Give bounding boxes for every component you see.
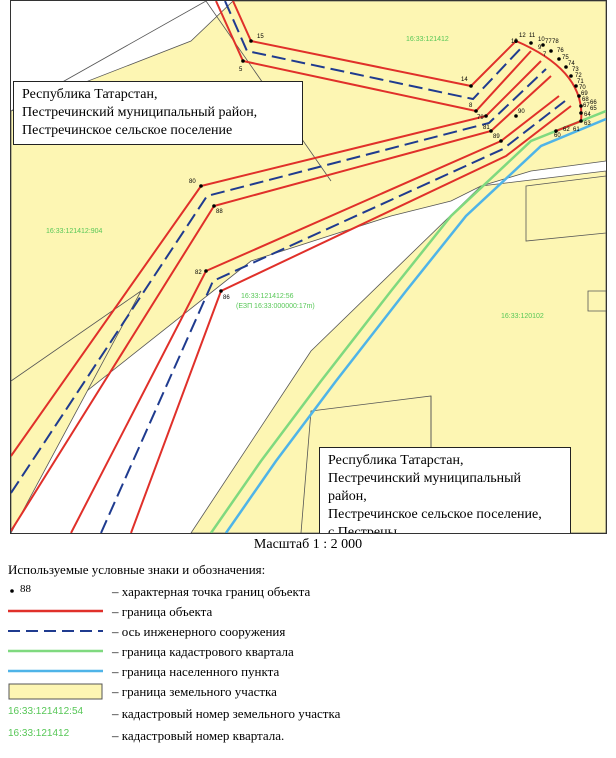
- legend-blue-line-symbol: [8, 662, 103, 682]
- point-label-66: 66: [590, 100, 597, 106]
- point-label-15: 15: [257, 34, 264, 40]
- legend-text: – граница населенного пункта: [112, 664, 280, 679]
- cadastral-label-q3: 16:33:121412:56: [241, 293, 294, 300]
- axis-sw1: [11, 68, 547, 494]
- region-label-line: Пестречинское сельское поселение,: [328, 507, 542, 522]
- object-border-east-cap: [515, 40, 583, 132]
- object-border-sw1-b: [11, 75, 552, 532]
- region-label-line: Республика Татарстан,: [328, 453, 464, 468]
- point-label-77: 77: [545, 39, 552, 45]
- legend-title: Используемые условные знаки и обозначени…: [8, 562, 266, 577]
- point-label-89: 89: [493, 134, 500, 140]
- point-label-10: 10: [538, 37, 545, 43]
- point-label-7: 7: [543, 52, 547, 58]
- cadastral-label-q2: 16:33:121412:904: [46, 228, 103, 235]
- point-label-79: 79: [477, 115, 484, 121]
- legend-text: – граница объекта: [112, 604, 213, 619]
- cadastral-label-q1: 16:33:121412: [406, 36, 449, 43]
- point-label-60: 60: [554, 133, 561, 139]
- point-label-68: 68: [582, 97, 589, 103]
- object-border-sw1-a: [11, 60, 542, 457]
- point-label-74: 74: [568, 61, 575, 67]
- legend-item-cadastral-quarter: – граница кадастрового квартала: [0, 642, 616, 662]
- settlement-border: [224, 117, 606, 533]
- point-label-71: 71: [577, 79, 584, 85]
- legend-item-settlement: – граница населенного пункта: [0, 662, 616, 682]
- point-label-63: 63: [584, 121, 591, 127]
- point-label-70: 70: [579, 85, 586, 91]
- legend-item-parcel: – граница земельного участка: [0, 682, 616, 702]
- point-markers: [199, 39, 583, 293]
- parcel-building-1: [525, 175, 606, 242]
- point-label-12: 12: [519, 33, 526, 39]
- legend-text: – кадастровый номер квартала.: [112, 728, 285, 743]
- region-label-line: с.Пестрецы: [328, 525, 398, 534]
- point-label-9: 9: [538, 45, 542, 51]
- object-border-sw2-a: [70, 95, 560, 533]
- legend-dashed-line-symbol: [8, 622, 103, 642]
- map-scale: Масштаб 1 : 2 000: [253, 537, 363, 552]
- map-frame[interactable]: 15 5 14 8 79 81 90 89 80 88 82 86 60 63 …: [10, 0, 607, 534]
- point-label-88: 88: [216, 209, 223, 215]
- legend-green-text-symbol: 16:33:121412:54: [8, 704, 103, 724]
- point-label-8: 8: [469, 103, 473, 109]
- object-border-north-2: [215, 1, 532, 113]
- point-label-5: 5: [239, 67, 243, 73]
- cadastral-label-q3b: (ЕЗП 16:33:000000:17m): [236, 303, 315, 310]
- region-label-line: Пестречинский муниципальный район,: [22, 105, 258, 120]
- point-label-69: 69: [581, 91, 588, 97]
- legend-text: – ось инженерного сооружения: [112, 624, 286, 639]
- point-label-13: 13: [511, 39, 518, 45]
- point-label-76: 76: [557, 48, 564, 54]
- point-label-78: 78: [552, 39, 559, 45]
- legend-parcel-number-sample: 16:33:121412:54: [8, 706, 84, 717]
- legend-text: – граница кадастрового квартала: [112, 644, 294, 659]
- legend-point-sample: 88: [20, 583, 31, 595]
- point-label-64: 64: [584, 112, 591, 118]
- point-label-80: 80: [189, 179, 196, 185]
- legend-text: – кадастровый номер земельного участка: [112, 706, 341, 721]
- object-border-north-1: [232, 1, 517, 88]
- region-label-bottom-right: Республика Татарстан, Пестречинский муни…: [319, 447, 571, 534]
- point-label-62: 62: [563, 127, 570, 133]
- point-label-81: 81: [483, 125, 490, 131]
- parcel-middle: [190, 170, 606, 533]
- region-label-line: Республика Татарстан,: [22, 87, 158, 102]
- point-label-73: 73: [572, 67, 579, 73]
- point-label-72: 72: [575, 73, 582, 79]
- parcel-building-2: [587, 290, 606, 312]
- point-label-90: 90: [518, 109, 525, 115]
- point-label-86: 86: [223, 295, 230, 301]
- legend-red-line-symbol: [8, 602, 103, 622]
- point-label-11: 11: [529, 33, 536, 39]
- cadastral-label-q4: 16:33:120102: [501, 313, 544, 320]
- legend-item-quarter-number: 16:33:121412 – кадастровый номер квартал…: [0, 726, 616, 746]
- region-label-top-left: Республика Татарстан, Пестречинский муни…: [13, 81, 303, 145]
- legend-green-text-symbol: 16:33:121412: [8, 726, 103, 746]
- legend-green-line-symbol: [8, 642, 103, 662]
- legend-quarter-number-sample: 16:33:121412: [8, 728, 70, 739]
- region-label-line: Пестречинское сельское поселение: [22, 123, 233, 138]
- point-label-61: 61: [573, 127, 580, 133]
- point-label-67: 67: [583, 103, 590, 109]
- axis-sw2: [100, 100, 566, 533]
- region-label-line: Пестречинский муниципальный район,: [328, 471, 521, 504]
- legend-item-object-border: – граница объекта: [0, 602, 616, 622]
- axis-north: [224, 1, 524, 101]
- legend-text: – характерная точка границ объекта: [112, 584, 311, 599]
- point-label-82: 82: [195, 270, 202, 276]
- legend-point-symbol: 88: [8, 582, 103, 602]
- point-label-75: 75: [562, 55, 569, 61]
- cadastral-quarter-border: [209, 109, 606, 533]
- object-border-sw2-b: [130, 105, 572, 533]
- legend-item-axis: – ось инженерного сооружения: [0, 622, 616, 642]
- legend-parcel-symbol: [8, 682, 103, 702]
- legend-item-point: 88 – характерная точка границ объекта: [0, 582, 616, 602]
- parcel-left: [11, 290, 142, 533]
- point-label-65: 65: [590, 106, 597, 112]
- legend-item-parcel-number: 16:33:121412:54 – кадастровый номер земе…: [0, 704, 616, 724]
- point-label-14: 14: [461, 77, 468, 83]
- legend-text: – граница земельного участка: [112, 684, 277, 699]
